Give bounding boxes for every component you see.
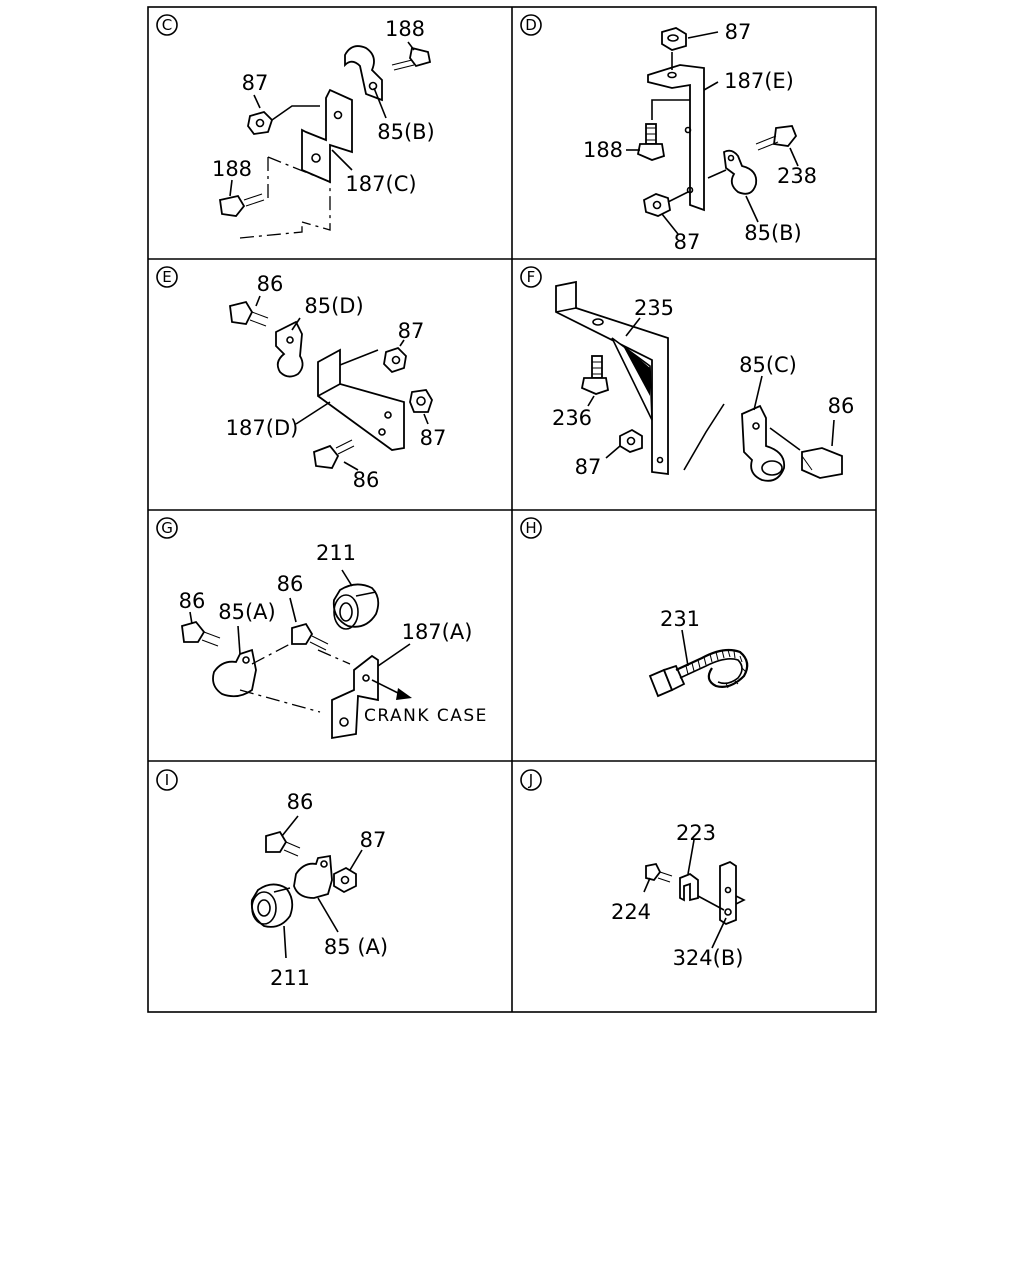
note-crank-case: CRANK CASE: [364, 706, 488, 726]
panel-marker-f: F: [520, 266, 542, 288]
label-c-187c: 187(C): [345, 172, 416, 196]
panel-e: E 86 85(D) 87 187(D) 87: [156, 266, 447, 492]
panel-h: H 231: [520, 517, 749, 698]
panel-marker-d: D: [520, 14, 542, 36]
label-e-86-top: 86: [257, 272, 284, 296]
label-f-86: 86: [828, 394, 855, 418]
label-c-85b: 85(B): [377, 120, 435, 144]
label-g-187a: 187(A): [402, 620, 473, 644]
label-c-87: 87: [242, 71, 269, 95]
label-e-87-right: 87: [398, 319, 425, 343]
panel-j: J 223 224 324(B): [520, 769, 746, 970]
label-d-87-top: 87: [725, 20, 752, 44]
label-g-86-left: 86: [179, 589, 206, 613]
label-i-86: 86: [287, 790, 314, 814]
panel-marker-h: H: [520, 517, 542, 539]
cable-tie-teeth: [685, 649, 747, 689]
label-f-87: 87: [575, 455, 602, 479]
panel-f: F 235 85(C) 236 86 8: [520, 266, 855, 482]
panel-i: I 86 87 85 (A) 211: [156, 769, 388, 990]
label-e-87-lower: 87: [420, 426, 447, 450]
label-g-211: 211: [316, 541, 356, 565]
svg-text:H: H: [525, 519, 536, 537]
label-e-85d: 85(D): [304, 294, 363, 318]
label-d-238: 238: [777, 164, 817, 188]
svg-text:F: F: [527, 268, 536, 286]
label-d-85b: 85(B): [744, 221, 802, 245]
label-f-235: 235: [634, 296, 674, 320]
label-h-231: 231: [660, 607, 700, 631]
svg-text:G: G: [161, 519, 173, 537]
label-g-86-middle: 86: [277, 572, 304, 596]
svg-text:C: C: [162, 16, 172, 34]
panel-d: D 87 187(E): [520, 14, 817, 254]
label-c-188-top: 188: [385, 17, 425, 41]
svg-text:J: J: [528, 771, 533, 789]
panel-g: G 211 86 85(A): [156, 517, 488, 740]
diagram-grid: [147, 6, 877, 1013]
label-i-211: 211: [270, 966, 310, 990]
panel-c: C 188 87 85(B) 188 187(C): [156, 14, 435, 239]
label-i-87: 87: [360, 828, 387, 852]
panel-marker-g: G: [156, 517, 178, 539]
label-d-187e: 187(E): [724, 69, 794, 93]
label-e-86-bottom: 86: [353, 468, 380, 492]
panel-marker-i: I: [156, 769, 178, 791]
label-j-223: 223: [676, 821, 716, 845]
svg-text:D: D: [525, 16, 537, 34]
label-e-187d: 187(D): [226, 416, 299, 440]
svg-text:I: I: [165, 771, 169, 789]
label-c-188-bottom: 188: [212, 157, 252, 181]
label-j-224: 224: [611, 900, 651, 924]
label-g-85a: 85(A): [218, 600, 275, 624]
label-d-87-bottom: 87: [674, 230, 701, 254]
panel-marker-c: C: [156, 14, 178, 36]
label-i-85a: 85 (A): [324, 935, 388, 959]
label-f-85c: 85(C): [739, 353, 797, 377]
panel-marker-j: J: [520, 769, 542, 791]
svg-text:E: E: [162, 268, 171, 286]
label-f-236: 236: [552, 406, 592, 430]
label-d-188: 188: [583, 138, 623, 162]
panel-marker-e: E: [156, 266, 178, 288]
label-j-324b: 324(B): [673, 946, 744, 970]
